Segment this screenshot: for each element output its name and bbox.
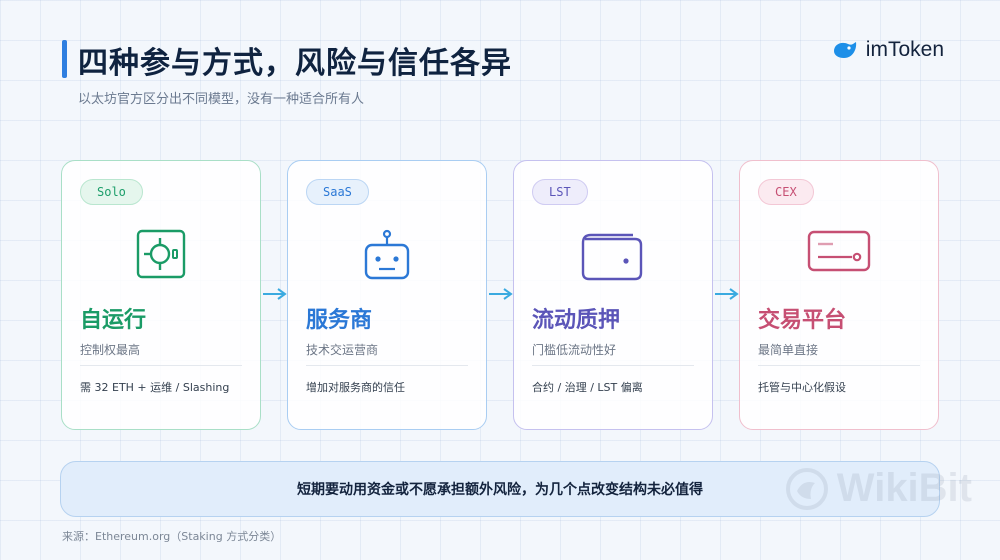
- card-solo: Solo 自运行 控制权最高 需 32 ETH + 运维 / Slashing: [61, 160, 261, 430]
- logo-text: imToken: [865, 38, 944, 61]
- page-subtitle: 以太坊官方区分出不同模型，没有一种适合所有人: [78, 92, 365, 107]
- card-lst: LST 流动质押 门槛低流动性好 合约 / 治理 / LST 偏离: [513, 160, 713, 430]
- card-divider: [306, 365, 468, 366]
- wikibit-logo-icon: [785, 467, 828, 510]
- card-icon: [807, 230, 871, 272]
- card-title-cex: 交易平台: [758, 308, 847, 333]
- tag-solo: Solo: [80, 179, 143, 205]
- card-desc-cex: 最简单直接: [758, 343, 819, 357]
- arrow-right-icon: [263, 288, 287, 300]
- arrow-right-icon: [715, 288, 739, 300]
- wikibit-watermark: WikiBit: [785, 466, 972, 511]
- robot-icon: [364, 229, 410, 280]
- arrow-right-icon: [489, 288, 513, 300]
- card-divider: [758, 365, 920, 366]
- imtoken-logo: imToken: [832, 38, 944, 62]
- card-saas: SaaS 服务商 技术交运营商 增加对服务商的信任: [287, 160, 487, 430]
- tag-saas: SaaS: [306, 179, 369, 205]
- watermark-text: WikiBit: [836, 466, 972, 510]
- card-note-saas: 增加对服务商的信任: [306, 381, 405, 394]
- card-title-lst: 流动质押: [532, 308, 621, 333]
- safe-icon: [136, 229, 186, 279]
- card-desc-solo: 控制权最高: [80, 343, 141, 357]
- card-note-cex: 托管与中心化假设: [758, 381, 846, 394]
- title-accent-bar: [62, 40, 67, 78]
- imtoken-logo-icon: [833, 42, 856, 58]
- card-desc-lst: 门槛低流动性好: [532, 343, 617, 357]
- source-note: 来源：Ethereum.org（Staking 方式分类）: [62, 530, 282, 543]
- tag-lst: LST: [532, 179, 588, 205]
- page-title: 四种参与方式，风险与信任各异: [78, 46, 512, 81]
- card-desc-saas: 技术交运营商: [306, 343, 379, 357]
- card-divider: [80, 365, 242, 366]
- card-divider: [532, 365, 694, 366]
- card-title-solo: 自运行: [80, 308, 147, 333]
- card-note-solo: 需 32 ETH + 运维 / Slashing: [80, 381, 230, 394]
- tag-cex: CEX: [758, 179, 814, 205]
- card-title-saas: 服务商: [306, 308, 373, 333]
- wallet-icon: [581, 233, 643, 281]
- banner-text: 短期要动用资金或不愿承担额外风险，为几个点改变结构未必值得: [297, 482, 703, 498]
- card-note-lst: 合约 / 治理 / LST 偏离: [532, 381, 643, 394]
- card-cex: CEX 交易平台 最简单直接 托管与中心化假设: [739, 160, 939, 430]
- conclusion-banner: 短期要动用资金或不愿承担额外风险，为几个点改变结构未必值得: [60, 461, 940, 517]
